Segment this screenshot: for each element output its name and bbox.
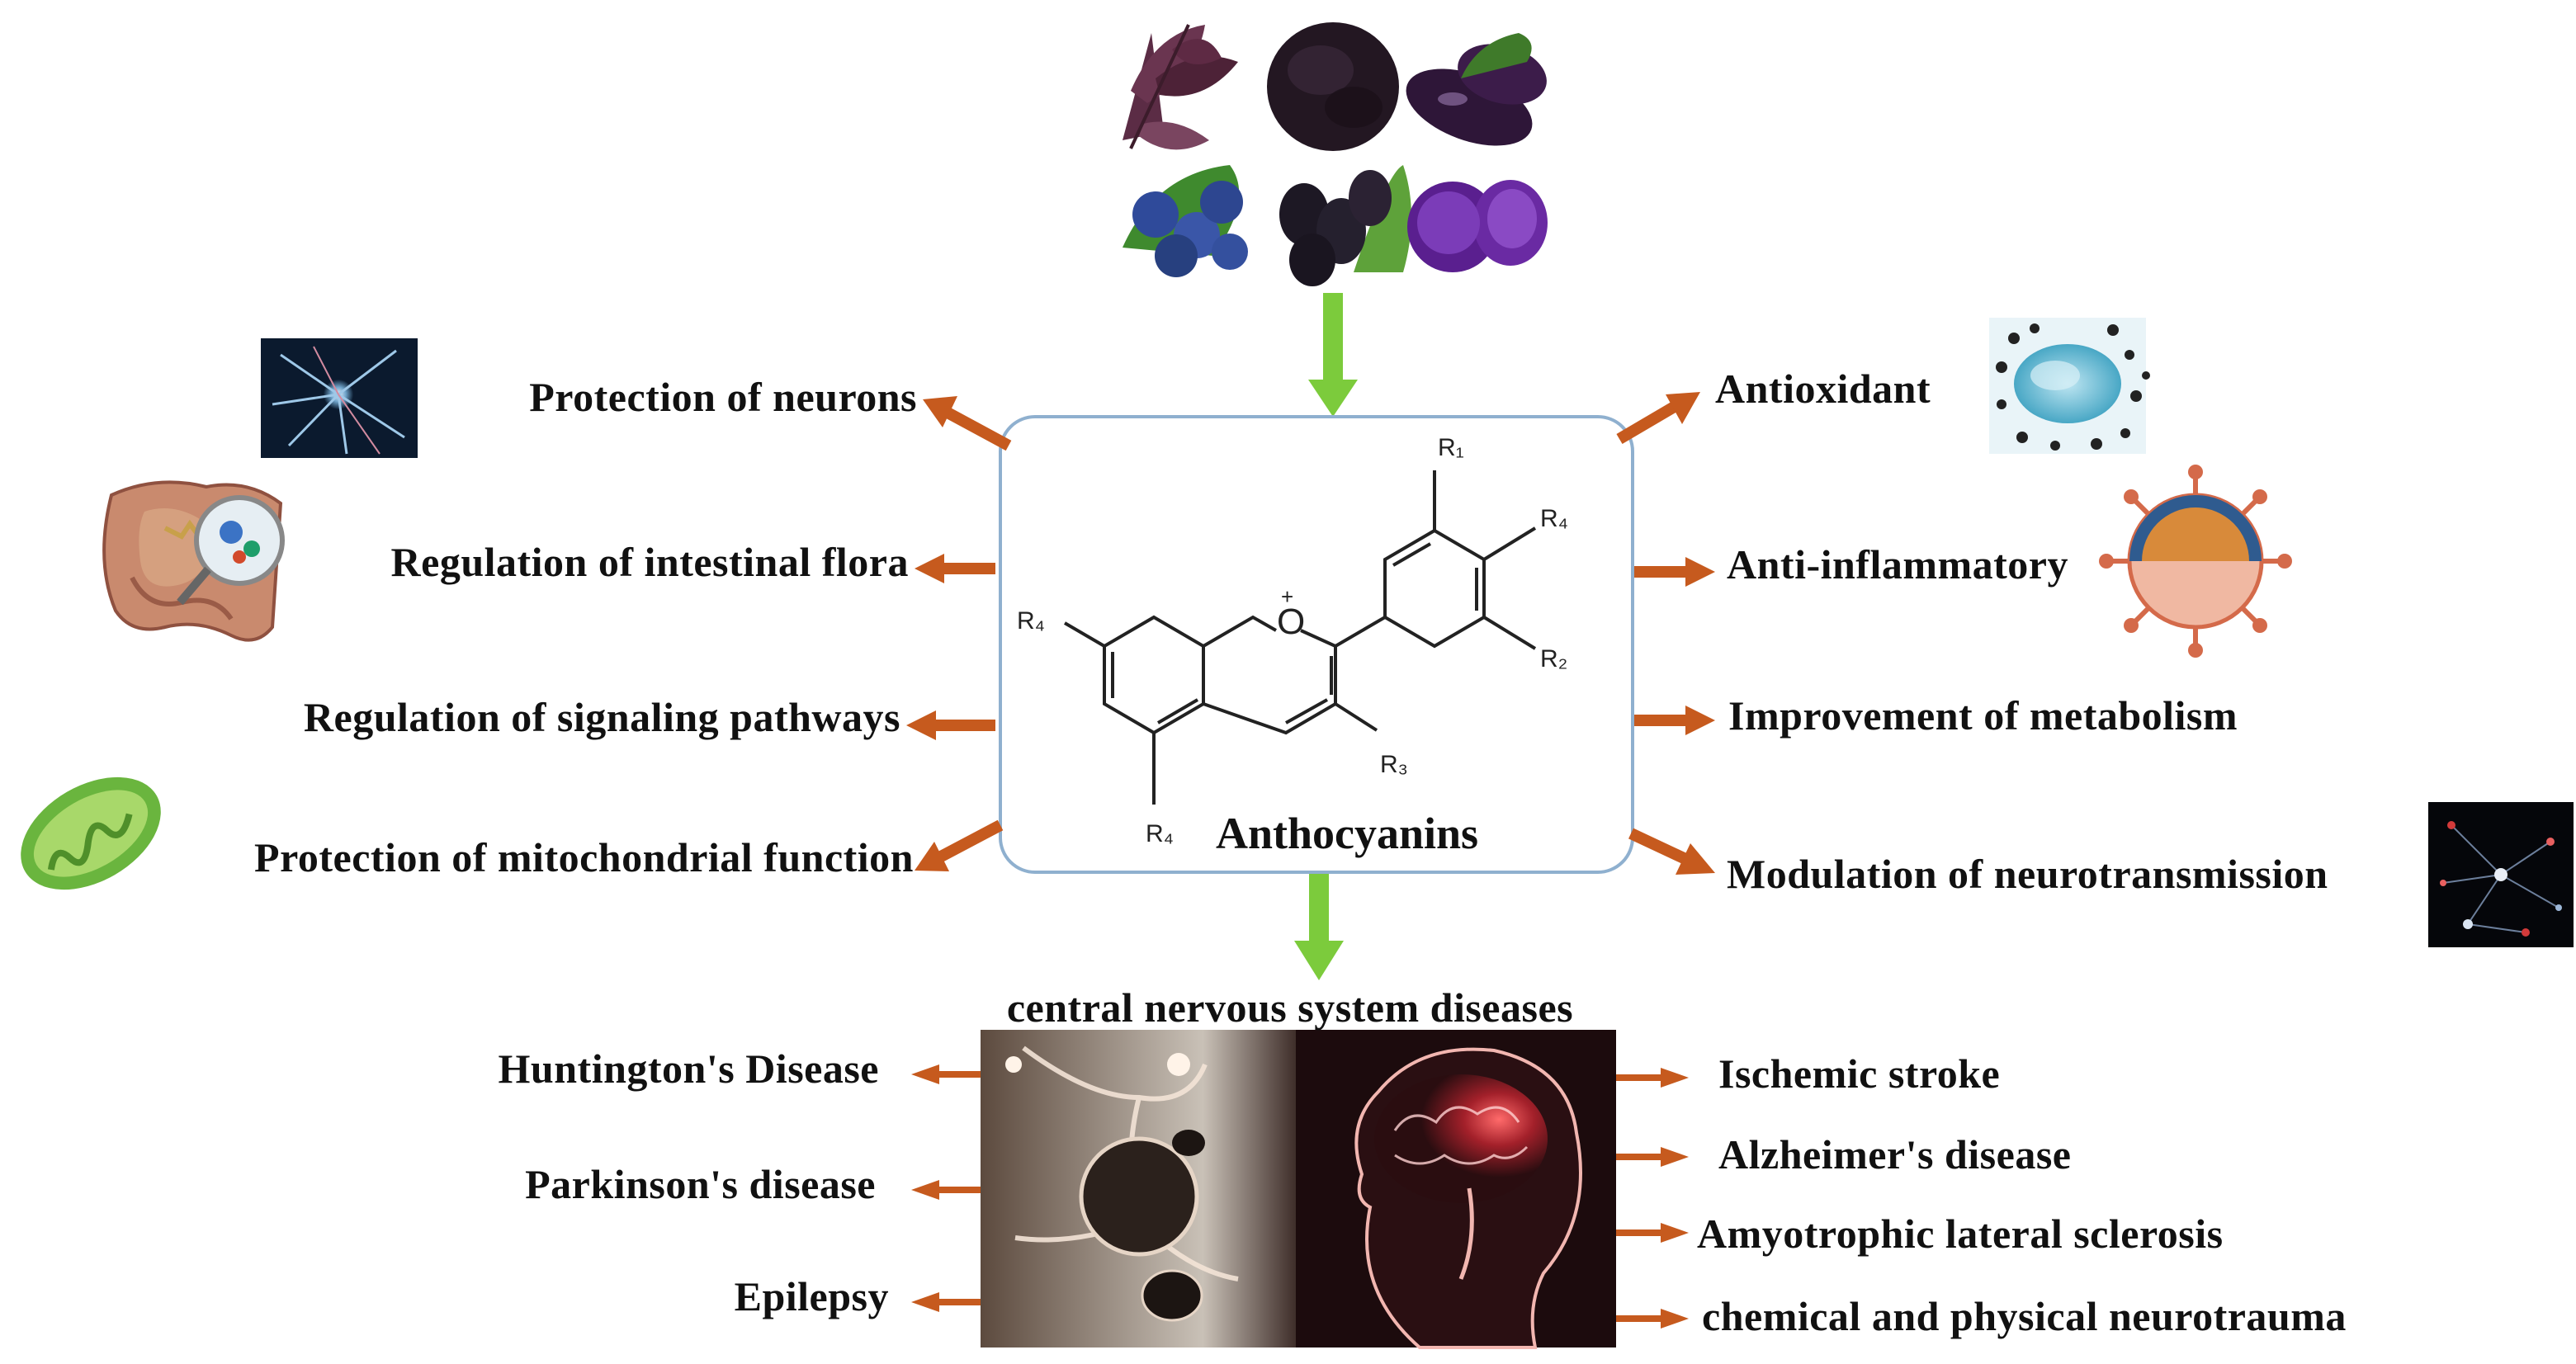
label-als: Amyotrophic lateral sclerosis	[1697, 1211, 2224, 1257]
anthocyanins-title: Anthocyanins	[1216, 809, 1478, 858]
antioxidant-cell-icon	[1989, 318, 2150, 454]
orange-arrows	[906, 392, 1715, 1329]
intestine-image-icon	[102, 480, 285, 642]
arrow-parkinson	[911, 1180, 982, 1200]
label-protection-neurons: Protection of neurons	[529, 374, 917, 420]
label-signaling-pathways: Regulation of signaling pathways	[303, 694, 900, 740]
arrow-als	[1616, 1223, 1689, 1243]
mulberry-image	[1279, 165, 1411, 286]
label-ischemic-stroke: Ischemic stroke	[1718, 1050, 2001, 1097]
arrow-alzheimer	[1616, 1147, 1689, 1167]
arrow-signaling	[906, 710, 995, 740]
label-epilepsy: Epilepsy	[734, 1273, 889, 1319]
label-intestinal-flora: Regulation of intestinal flora	[390, 539, 909, 585]
food-images	[1123, 22, 1548, 286]
label-mitochondrial-function: Protection of mitochondrial function	[254, 834, 914, 880]
arrow-antioxidant	[1616, 392, 1700, 445]
r3-label: R₃	[1380, 751, 1408, 778]
arrow-metabolism	[1634, 706, 1715, 735]
green-arrow-down-bottom	[1294, 871, 1344, 980]
cns-diseases-heading: central nervous system diseases	[1006, 984, 1574, 1031]
arrow-neurotransmission	[1628, 828, 1715, 875]
neuron-image-icon	[261, 338, 418, 458]
label-anti-inflammatory: Anti-inflammatory	[1727, 541, 2068, 588]
label-antioxidant: Antioxidant	[1715, 366, 1931, 412]
arrow-mitochondrial	[915, 819, 1004, 871]
label-huntington: Huntington's Disease	[498, 1045, 879, 1092]
r4-left-label: R₄	[1017, 607, 1045, 635]
label-neurotrauma: chemical and physical neurotrauma	[1702, 1293, 2347, 1339]
arrow-protection-neurons	[923, 396, 1012, 451]
label-neurotransmission: Modulation of neurotransmission	[1727, 851, 2328, 897]
oxygen-atom-label: O	[1277, 602, 1305, 642]
arrow-huntington	[911, 1064, 982, 1084]
purple-potato-image	[1407, 180, 1548, 272]
r1-label: R₁	[1438, 434, 1464, 461]
cns-brain-image	[981, 1030, 1616, 1349]
flavylium-structure	[1063, 470, 1537, 805]
neural-network-image-icon	[2428, 802, 2574, 947]
virus-icon	[2099, 465, 2292, 658]
arrow-neurotrauma	[1616, 1309, 1689, 1329]
charge-label: +	[1281, 584, 1293, 609]
anthocyanin-structure-box	[999, 415, 1634, 874]
r4-bottom-label: R₄	[1146, 820, 1174, 847]
arrow-anti-inflammatory	[1634, 557, 1715, 587]
r2-label: R₂	[1540, 645, 1567, 673]
green-arrow-down-top	[1308, 293, 1358, 417]
r4-top-label: R₄	[1540, 505, 1568, 532]
arrow-intestinal-flora	[915, 554, 995, 583]
label-alzheimer: Alzheimer's disease	[1718, 1131, 2072, 1178]
arrow-ischemic	[1616, 1068, 1689, 1088]
black-rice-image	[1267, 22, 1399, 151]
blueberry-image	[1123, 165, 1248, 277]
purple-basil-image	[1123, 24, 1238, 150]
eggplant-image	[1406, 33, 1547, 146]
label-metabolism: Improvement of metabolism	[1728, 692, 2238, 739]
mitochondrion-icon	[21, 776, 161, 890]
arrow-epilepsy	[911, 1292, 982, 1312]
label-parkinson: Parkinson's disease	[525, 1161, 876, 1207]
